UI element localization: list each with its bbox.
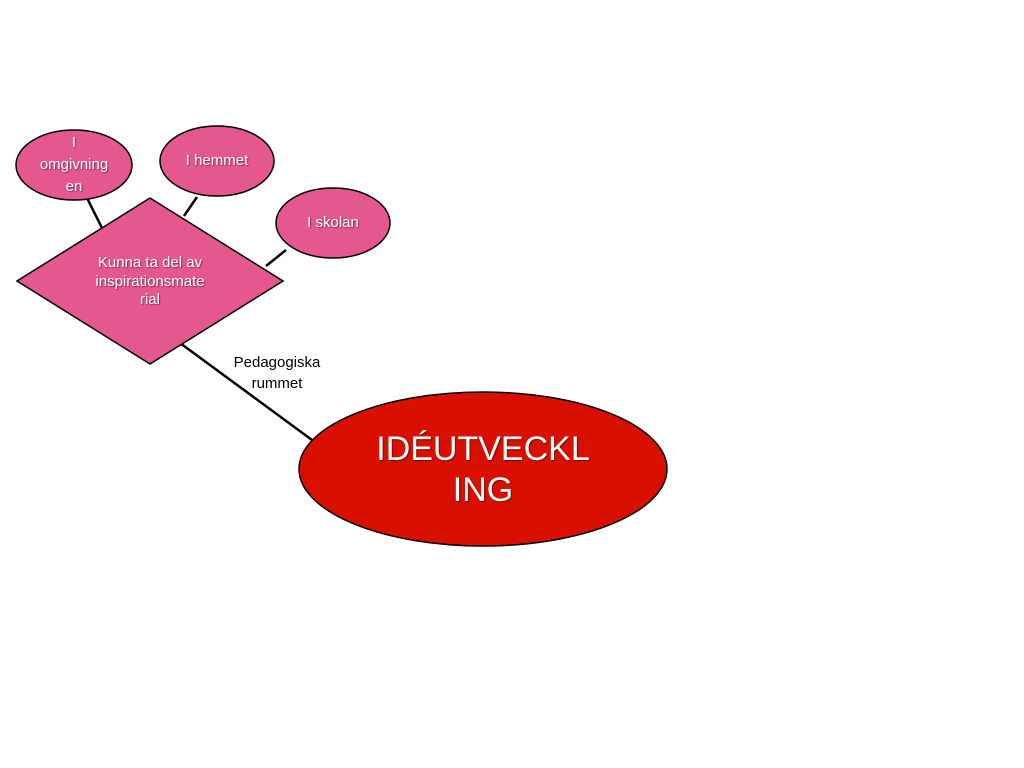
omgivningen-node-label: I omgivning en bbox=[39, 134, 109, 195]
hemmet-node-ellipse bbox=[159, 125, 275, 197]
skolan-node-ellipse bbox=[275, 187, 391, 259]
hemmet-node-label: I hemmet bbox=[185, 151, 249, 169]
omgivningen-node-ellipse bbox=[15, 129, 133, 201]
connector-diamond-omgivningen bbox=[85, 197, 104, 229]
connector-diamond-hemmet bbox=[182, 196, 199, 217]
main-node-ellipse bbox=[298, 391, 668, 547]
skolan-node-label: I skolan bbox=[307, 213, 359, 231]
diamond-node-label: Kunna ta del av inspirationsmate rial bbox=[95, 253, 205, 309]
connector-main-diamond bbox=[179, 341, 313, 442]
connector-diamond-skolan bbox=[265, 249, 287, 267]
main-node-label: IDÉUTVECKL ING bbox=[376, 429, 590, 509]
edge-label-pedagogiska-rummet: Pedagogiska rummet bbox=[233, 354, 321, 392]
diamond-node-shape bbox=[15, 197, 285, 365]
